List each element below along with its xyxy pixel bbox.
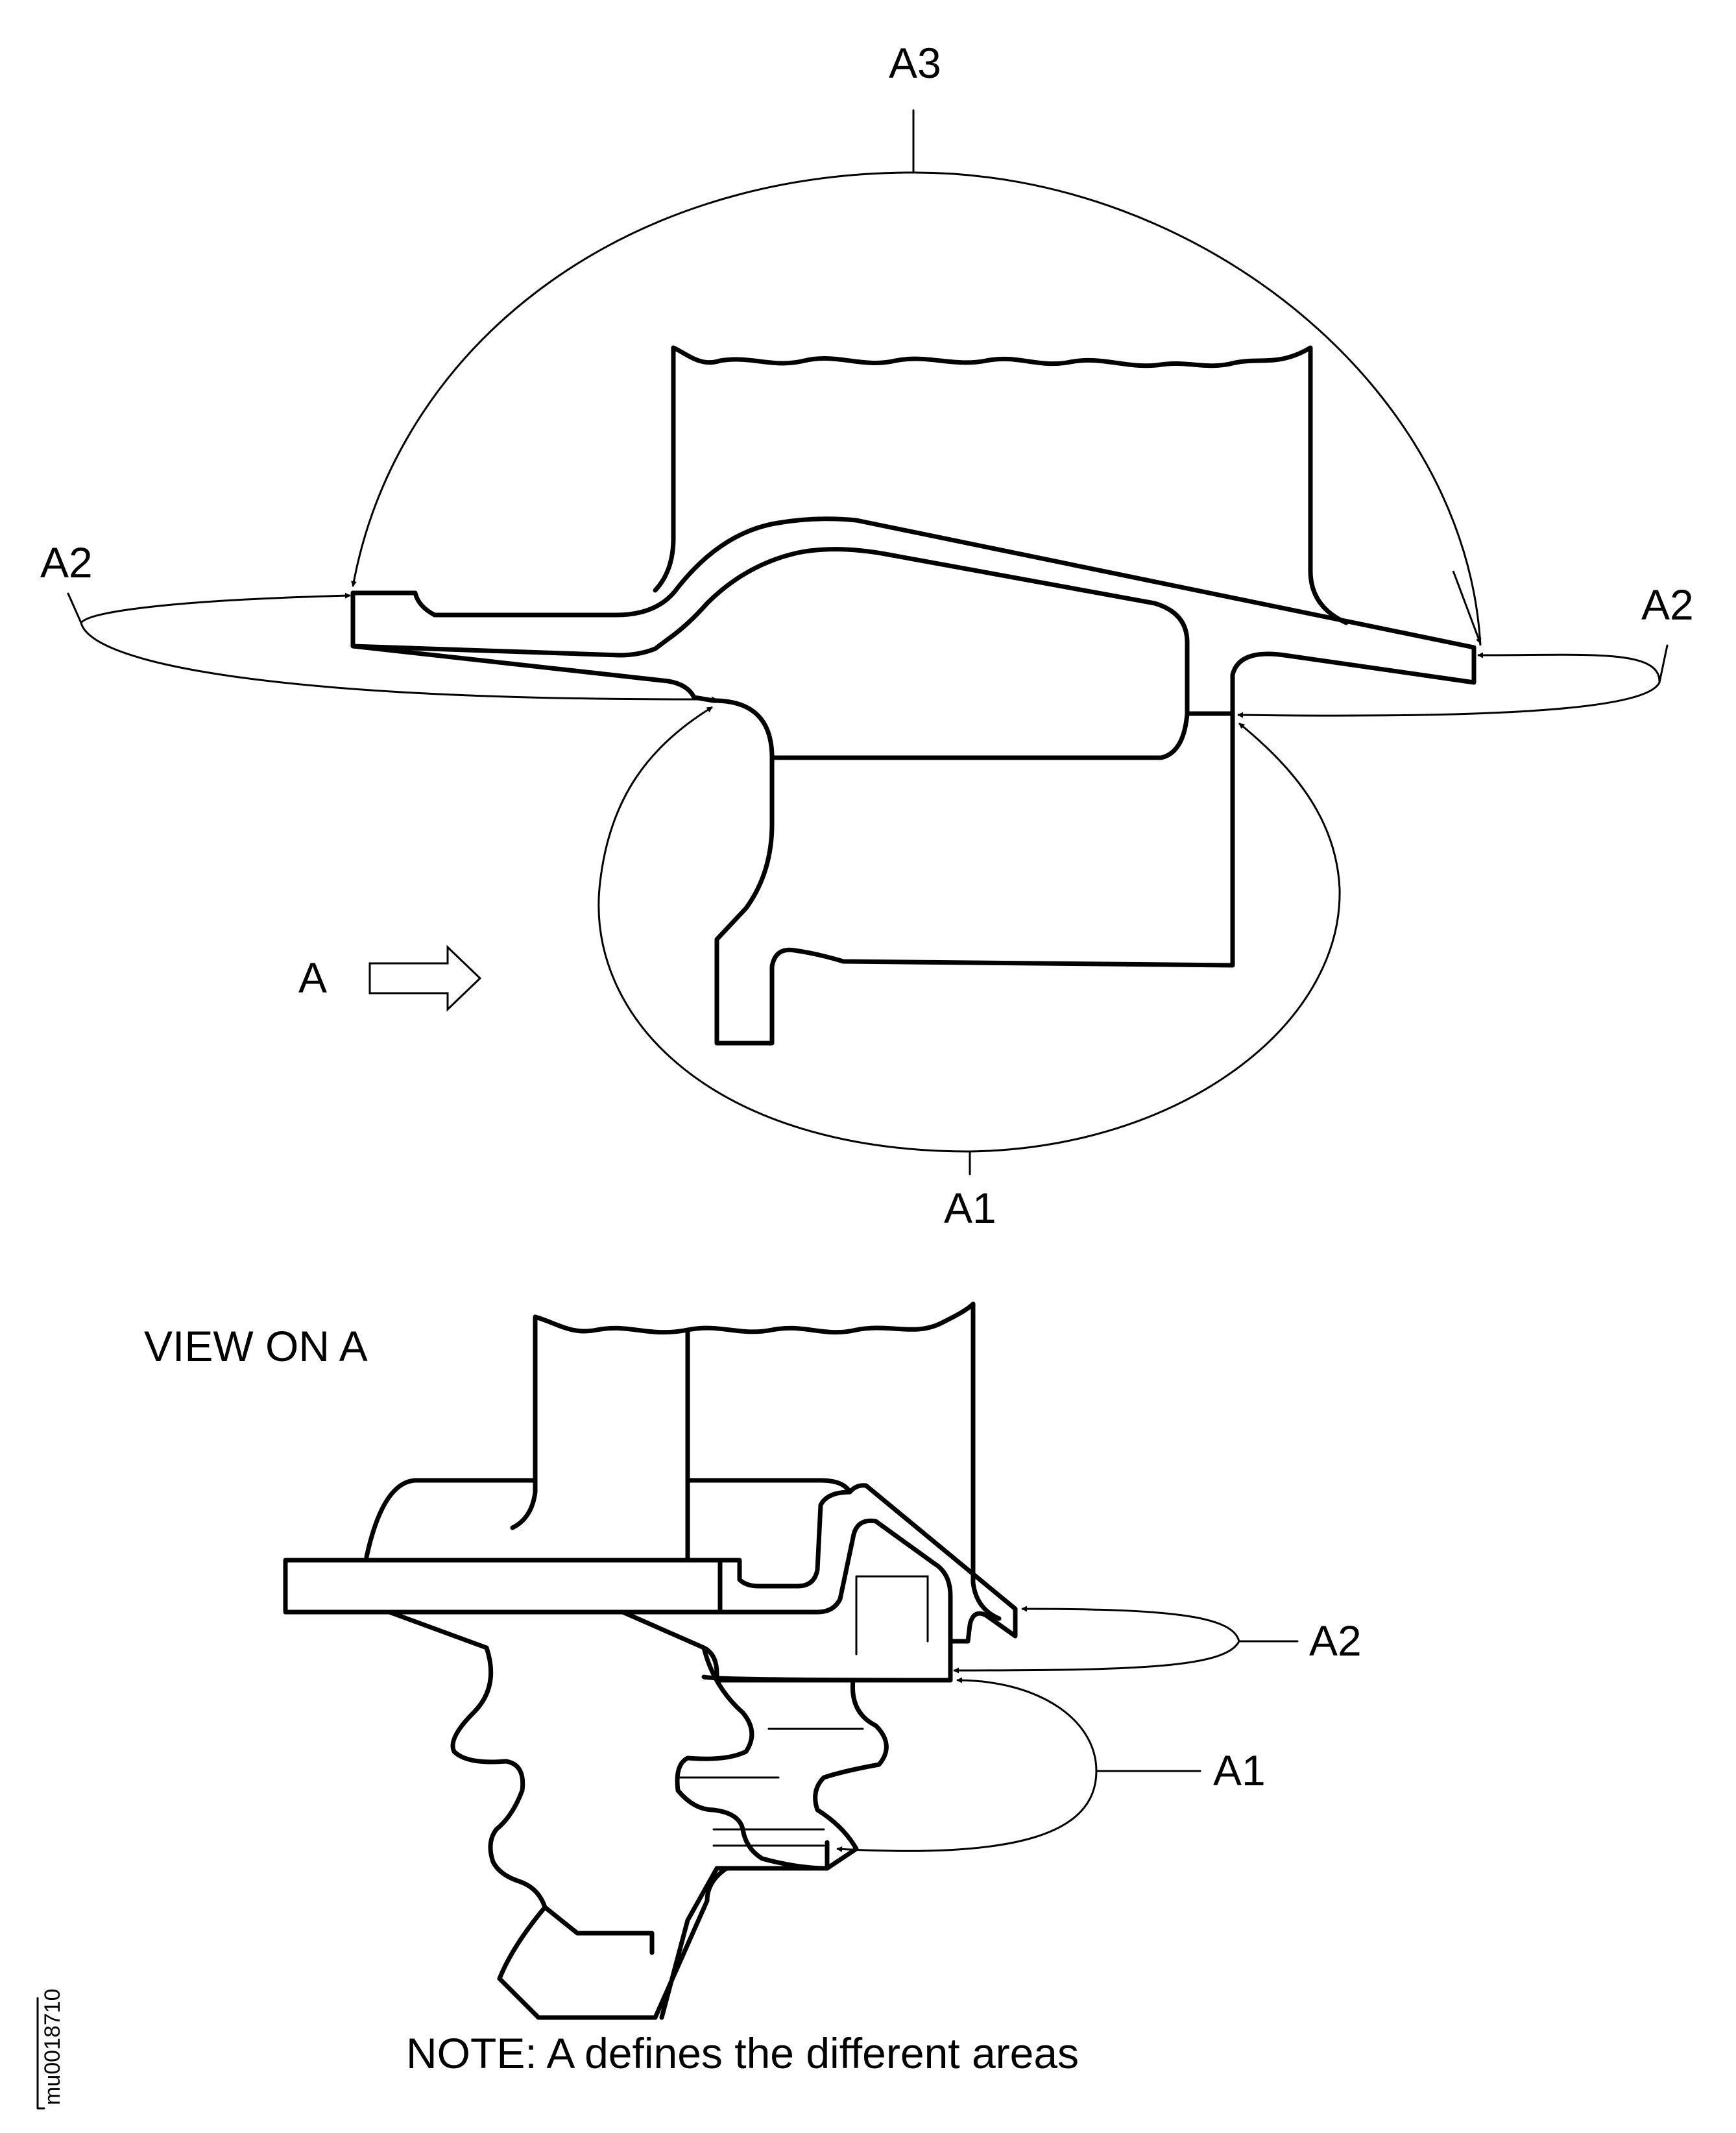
- flange-outline: [350, 516, 1477, 1046]
- view-on-a-drawing: [283, 1301, 1018, 2020]
- label-view-arrow-a: A: [298, 954, 327, 1002]
- label-a1: A1: [944, 1184, 996, 1232]
- view-lip: [717, 1483, 1018, 1644]
- view-a1-loop-bottom: [836, 1770, 1098, 1852]
- lower-diagonal-edge: [350, 644, 775, 760]
- a2-left-leader-line: [67, 592, 82, 624]
- cross-section-drawing: [350, 345, 1477, 1046]
- view-lip-inner: [855, 1575, 929, 1656]
- view-on-a-title: VIEW ON A: [144, 1322, 368, 1370]
- view-wall-left: [510, 1314, 538, 1530]
- area-indicators-top: [67, 109, 1669, 1175]
- label-a2-right: A2: [1641, 581, 1694, 629]
- reference-code-block: mu0018710: [36, 1988, 65, 2110]
- upper-wall-outline: [653, 345, 1349, 625]
- view-bellows-right-outer: [659, 1678, 889, 2020]
- a1-area-loop-right: [969, 722, 1341, 1153]
- a2-right-area-loop: [1477, 652, 1661, 683]
- view-a1-loop: [956, 1677, 1098, 1772]
- a2-right-area-loop-bottom: [1237, 682, 1661, 718]
- view-flat-plate: [283, 1558, 723, 1615]
- a1-area-loop: [597, 706, 970, 1153]
- view-base-crown: [364, 1478, 852, 1560]
- hollow-arrow-icon: [368, 945, 482, 1012]
- view-broken-top: [533, 1301, 976, 1335]
- a2-left-area-loop: [80, 622, 717, 703]
- lip-inner-outline: [350, 547, 1190, 716]
- a2-right-leader-line: [1658, 644, 1669, 684]
- a2-left-area-loop-top: [80, 592, 351, 624]
- area-indicators-view: [836, 1606, 1299, 1852]
- view-bellows-right: [653, 1645, 830, 2020]
- reference-code: mu0018710: [40, 1988, 65, 2105]
- view-wall-right: [970, 1301, 1002, 1621]
- view-label-a2: A2: [1309, 1617, 1362, 1665]
- view-skirt-outline: [387, 1609, 953, 1683]
- a3-area-arc-start: [1452, 570, 1482, 644]
- view-label-a1: A1: [1213, 1746, 1266, 1794]
- footer-note: NOTE: A defines the different areas: [406, 2029, 1079, 2077]
- view-bellows-lines: [677, 1728, 864, 1847]
- view-bellows-left: [450, 1645, 658, 2020]
- view-skirt-lower: [714, 1639, 953, 1683]
- view-direction-arrow: [368, 945, 482, 1012]
- view-a2-loop-bottom: [953, 1641, 1240, 1674]
- label-a2-left: A2: [40, 538, 93, 586]
- reference-code-bracket: [36, 1997, 45, 2110]
- label-a3: A3: [889, 39, 941, 87]
- view-a2-loop: [1021, 1606, 1240, 1642]
